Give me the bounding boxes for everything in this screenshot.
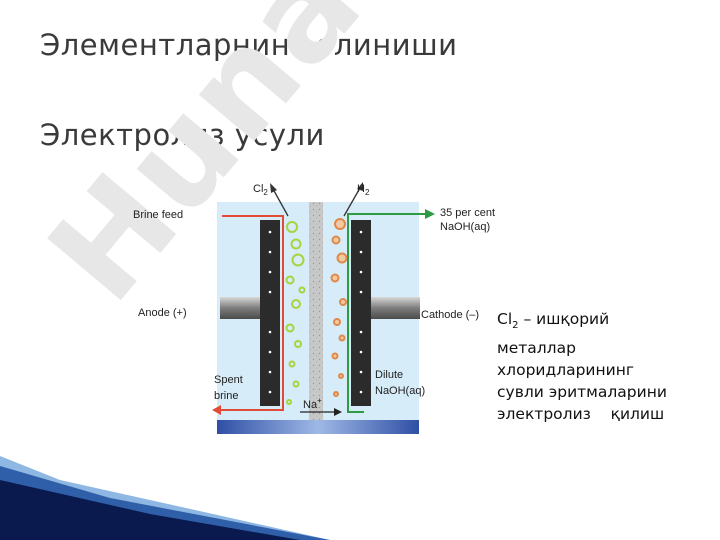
brine-flow-line xyxy=(220,215,284,411)
decoration-stripe-dark xyxy=(0,480,300,540)
cathode-plate xyxy=(351,220,371,406)
slide-title: Элементларнинг олиниши xyxy=(40,28,458,62)
label-cl2: Cl2 xyxy=(253,183,268,197)
anode-plate xyxy=(260,220,280,406)
membrane xyxy=(309,202,323,428)
caption-formula: Cl2 xyxy=(497,310,519,332)
cathode-rod xyxy=(365,297,420,319)
label-h2: H2 xyxy=(357,183,370,197)
cathode-dots xyxy=(359,230,363,394)
caption-line-1: – ишқорий xyxy=(518,310,610,328)
naoh-flow-line xyxy=(347,213,425,413)
caption-line-4: сувли эритмаларини xyxy=(497,383,667,402)
slide-subtitle: Электролиз усули xyxy=(40,118,325,152)
label-naoh-out-2: NaOH(aq) xyxy=(440,221,490,233)
label-brine-feed: Brine feed xyxy=(133,209,183,221)
label-dilute-1: Dilute xyxy=(375,369,403,381)
chlorine-arrow-line xyxy=(272,188,289,217)
sodium-ion-arrowhead xyxy=(334,408,342,416)
hydrogen-arrowhead xyxy=(357,182,363,191)
electrolysis-svg: Cl2 H2 Brine feed 35 per cent NaOH(aq) A… xyxy=(133,182,495,434)
anode-dots xyxy=(268,230,272,394)
electrolysis-diagram: Cl2 H2 Brine feed 35 per cent NaOH(aq) A… xyxy=(120,172,520,442)
cell-base xyxy=(217,420,419,434)
label-dilute-2: NaOH(aq) xyxy=(375,385,425,397)
naoh-outlet-arrowhead xyxy=(425,209,435,219)
brine-outlet-arrowhead xyxy=(212,405,221,415)
hydrogen-arrow-line xyxy=(343,187,361,217)
caption-line-5: электролиз қилиш xyxy=(497,405,665,424)
caption-line-3: хлоридларининг xyxy=(497,361,634,380)
label-na-plus: Na+ xyxy=(303,396,322,411)
label-naoh-out-1: 35 per cent xyxy=(440,207,495,219)
label-spent-1: Spent xyxy=(214,374,243,386)
caption-line-2: металлар xyxy=(497,339,576,358)
chlorine-arrowhead xyxy=(270,183,277,193)
hydrogen-bubbles xyxy=(330,218,348,397)
label-cathode: Cathode (–) xyxy=(421,309,479,321)
corner-decoration xyxy=(0,456,330,540)
label-spent-2: brine xyxy=(214,390,238,402)
chlorine-bubbles xyxy=(285,221,306,405)
label-anode: Anode (+) xyxy=(138,307,187,319)
caption-text: Cl2 – ишқорий металлар хлоридларининг су… xyxy=(497,308,697,425)
